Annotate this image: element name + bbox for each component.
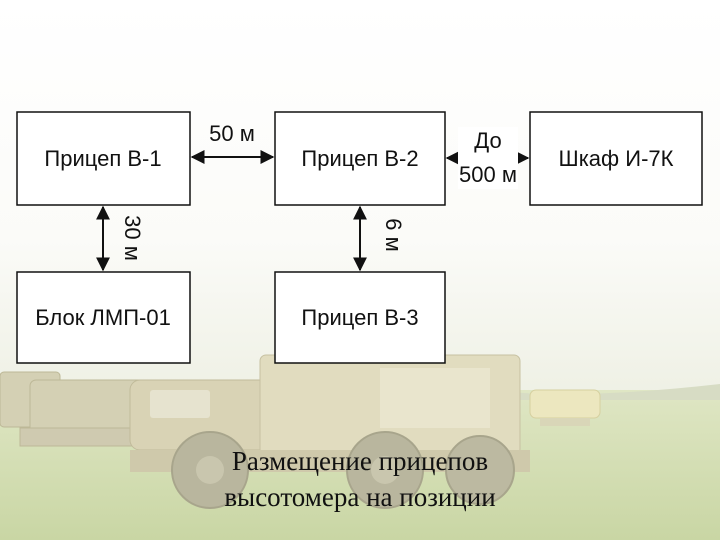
- link-v1-v2-label: 50 м: [209, 121, 255, 146]
- node-block-lmp01: Блок ЛМП-01: [17, 272, 190, 363]
- link-v2-cabinet: До 500 м: [447, 127, 528, 189]
- node-block-lmp01-label: Блок ЛМП-01: [35, 305, 171, 330]
- link-v1-lmp01: 30 м: [103, 207, 145, 270]
- caption: Размещение прицепов высотомера на позици…: [160, 443, 560, 515]
- link-v1-lmp01-label: 30 м: [120, 215, 145, 261]
- node-trailer-v3: Прицеп В-3: [275, 272, 445, 363]
- node-trailer-v2-label: Прицеп В-2: [301, 146, 418, 171]
- link-v2-cabinet-label-bottom: 500 м: [459, 162, 517, 187]
- node-trailer-v3-label: Прицеп В-3: [301, 305, 418, 330]
- link-v2-v3: 6 м: [360, 207, 406, 270]
- link-v2-cabinet-label-top: До: [474, 128, 501, 153]
- node-cabinet-i7k: Шкаф И-7К: [530, 112, 702, 205]
- node-cabinet-i7k-label: Шкаф И-7К: [559, 146, 674, 171]
- caption-line-1: Размещение прицепов: [160, 443, 560, 479]
- node-trailer-v1-label: Прицеп В-1: [44, 146, 161, 171]
- node-trailer-v1: Прицеп В-1: [17, 112, 190, 205]
- link-v2-v3-label: 6 м: [381, 218, 406, 251]
- node-trailer-v2: Прицеп В-2: [275, 112, 445, 205]
- caption-line-2: высотомера на позиции: [160, 479, 560, 515]
- link-v1-v2: 50 м: [192, 121, 273, 157]
